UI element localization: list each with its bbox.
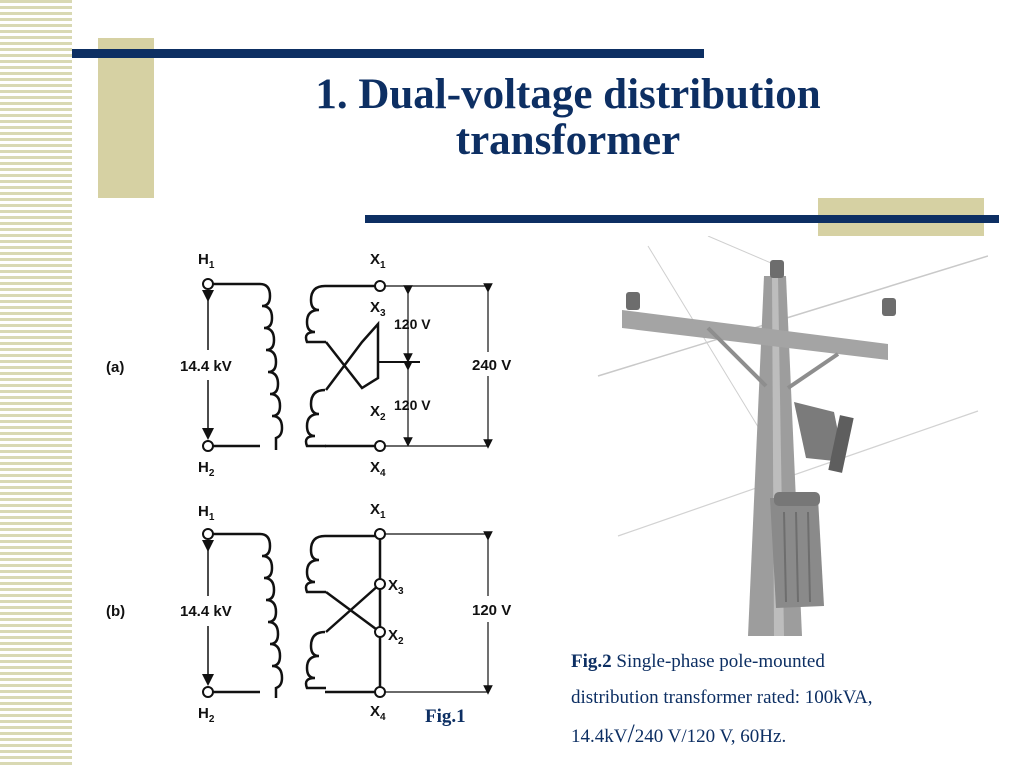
fig2-caption: Fig.2 Single-phase pole-mounted distribu… [571, 644, 1001, 755]
fig1-caption: Fig.1 [425, 706, 466, 727]
panel-a: (a) H1 H2 14.4 kV X1 X3 X2 X4 [106, 251, 511, 479]
fig2-caption-line3: 14.4kV/240 V/120 V, 60Hz. [571, 716, 1001, 755]
decorative-navy-bar-mid [365, 215, 999, 223]
decorative-tan-block-top [98, 38, 154, 198]
panel-a-cross-link [325, 320, 380, 391]
panel-b-parallel-bus [325, 534, 382, 692]
panel-b-x3-label: X3 [388, 577, 404, 597]
transformer-wiring-diagram: (a) H1 H2 14.4 kV X1 X3 X2 X4 [106, 251, 511, 725]
panel-a-x3-label: X3 [370, 299, 386, 319]
panel-a-h1-label: H1 [198, 251, 215, 271]
panel-a-primary-voltage: 14.4 kV [180, 358, 232, 375]
panel-a-secondary-coil-upper [304, 284, 326, 344]
panel-b-x2-label: X2 [388, 627, 404, 647]
panel-a-h2-terminal [202, 440, 214, 452]
panel-a-h1-terminal [202, 278, 214, 290]
panel-b-h2-terminal [202, 686, 214, 698]
panel-a-h2-label: H2 [198, 459, 215, 479]
panel-b-h1-label: H1 [198, 503, 215, 523]
panel-b-primary-coil [259, 532, 284, 698]
panel-b-x2-terminal [374, 626, 386, 638]
insulator-icons [626, 260, 896, 316]
fig2-text-line2: distribution transformer rated: 100kVA, [571, 687, 873, 708]
panel-b-total-secondary-voltage: 120 V [472, 602, 511, 619]
panel-b-x1-label: X1 [370, 501, 386, 521]
panel-a-x1-label: X1 [370, 251, 386, 271]
cutout-icon [794, 402, 844, 462]
panel-b-secondary-coil-lower [304, 630, 326, 690]
panel-b-x1-terminal [374, 528, 386, 540]
panel-b-x4-terminal [374, 686, 386, 698]
fig2-caption-line1: Fig.2 Single-phase pole-mounted [571, 644, 1001, 680]
fig2-text-slash: / [627, 719, 635, 748]
panel-b-label: (b) [106, 603, 125, 620]
panel-a-x2-label: X2 [370, 403, 386, 423]
panel-a-x4-label: X4 [370, 459, 386, 479]
panel-a-secondary-coil-lower [304, 388, 326, 448]
panel-b: (b) H1 H2 14.4 kV X1 X3 X2 X4 120 V [106, 501, 511, 725]
panel-b-x3-terminal [374, 578, 386, 590]
fig2-text-line1: Single-phase pole-mounted [611, 651, 825, 672]
decorative-navy-bar-top [72, 49, 704, 58]
slide-title: 1. Dual-voltage distribution transformer [160, 72, 976, 164]
panel-b-primary-voltage: 14.4 kV [180, 603, 232, 620]
pole-transformer-photo [597, 236, 988, 636]
fig2-text-line3a: 14.4kV [571, 726, 628, 747]
panel-a-lower-secondary-voltage: 120 V [394, 397, 431, 413]
decorative-stripe-band [0, 0, 72, 768]
panel-b-x4-label: X4 [370, 703, 386, 723]
panel-b-secondary-coil-upper [304, 534, 326, 594]
panel-b-h2-label: H2 [198, 705, 215, 725]
panel-a-x4-terminal [374, 440, 386, 452]
fig2-label: Fig.2 [571, 651, 612, 672]
panel-a-x1-terminal [374, 280, 386, 292]
fig2-text-line3b: 240 V/120 V, 60Hz. [634, 726, 787, 747]
decorative-navy-bar-mid-overlay [818, 215, 984, 223]
crossarm-icon [622, 310, 888, 360]
slide-title-line2: transformer [455, 117, 681, 164]
panel-a-primary-coil [259, 282, 284, 450]
slide-title-line1: 1. Dual-voltage distribution [315, 71, 821, 118]
panel-a-total-secondary-voltage: 240 V [472, 357, 511, 374]
panel-b-h1-terminal [202, 528, 214, 540]
panel-a-label: (a) [106, 359, 124, 376]
panel-a-upper-secondary-voltage: 120 V [394, 316, 431, 332]
